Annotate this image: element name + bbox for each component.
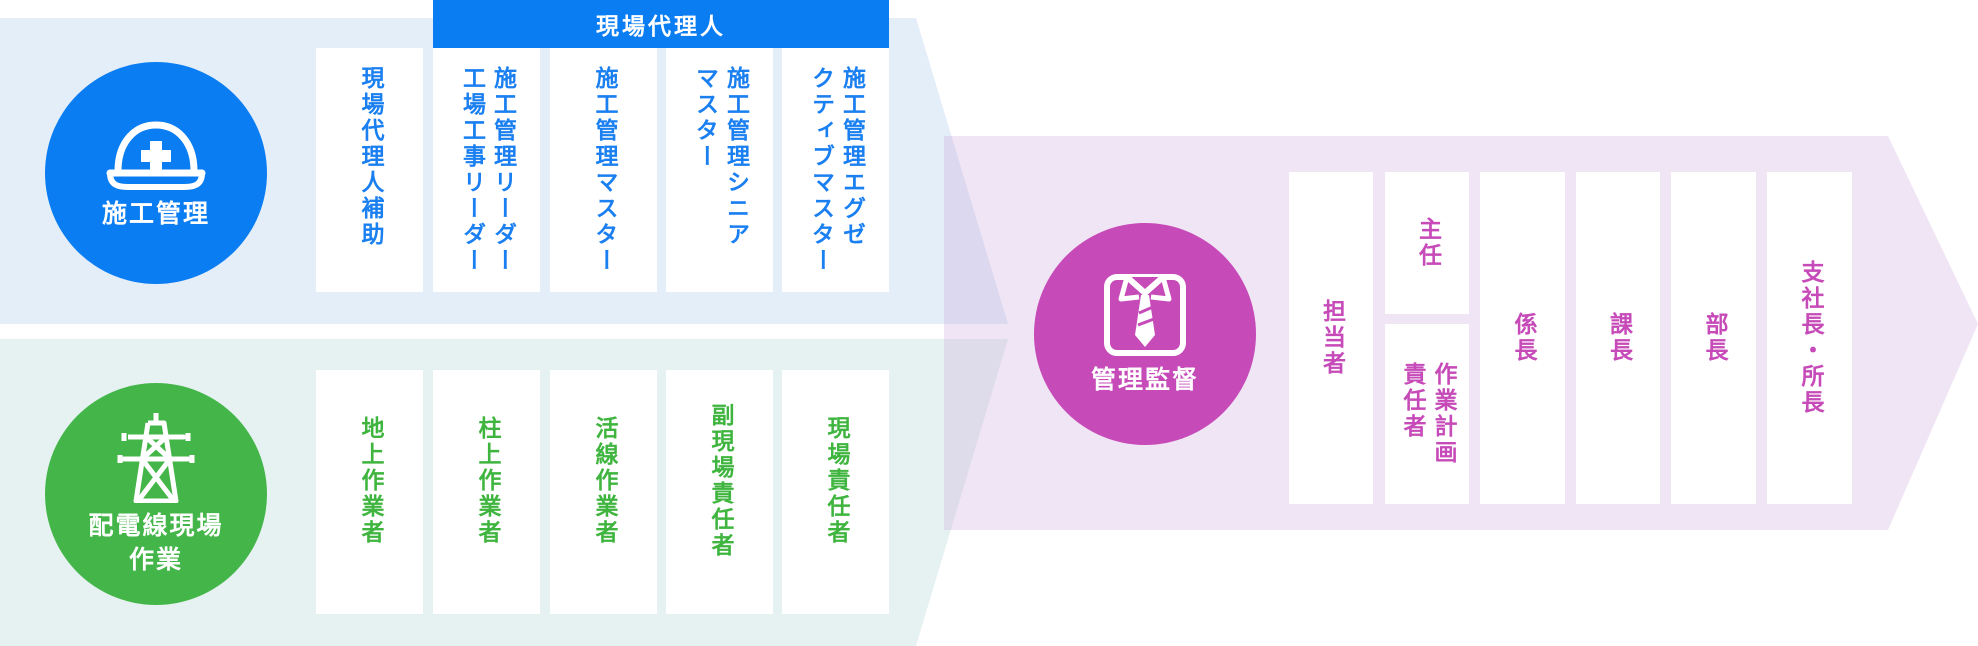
distribution-card-2: 柱上作業者: [433, 370, 540, 614]
hard-hat-icon: [106, 121, 206, 190]
construction-management-label: 施工管理: [101, 199, 210, 228]
management-card-5: 部長: [1671, 172, 1756, 504]
management-supervision-circle: 管理監督: [1034, 223, 1256, 445]
role-text: 課長: [1605, 312, 1632, 364]
distribution-card-4: 副現場責任者: [666, 370, 773, 614]
role-text: 地上作業者: [357, 416, 383, 546]
role-text: 係長: [1510, 312, 1536, 364]
distribution-work-label: 配電線現場 作業: [88, 509, 223, 577]
role-text: 現場責任者: [823, 416, 849, 546]
transmission-tower-icon: [117, 413, 195, 503]
shirt-tie-icon: [1104, 274, 1186, 356]
role-text: 施工管理マスター: [591, 66, 617, 274]
role-text: 施工管理エグゼ: [838, 66, 865, 248]
site-agent-header: 現場代理人: [433, 0, 889, 48]
role-text: 活線作業者: [591, 416, 617, 546]
construction-card-1: 現場代理人補助: [316, 48, 423, 292]
role-text: 主任: [1414, 217, 1441, 269]
management-card-6: 支社長・所長: [1767, 172, 1852, 504]
role-text: 現場代理人補助: [357, 66, 383, 248]
role-text: 工場工事リーダー: [458, 66, 485, 274]
role-text: 作業計画: [1430, 362, 1456, 466]
management-supervision-label: 管理監督: [1090, 365, 1199, 394]
construction-card-2: 施工管理リーダー 工場工事リーダー: [433, 48, 540, 292]
role-text: 部長: [1701, 312, 1727, 364]
role-text: 柱上作業者: [474, 416, 500, 546]
role-text: 副現場責任者: [707, 403, 733, 559]
management-card-1: 担当者: [1289, 172, 1373, 504]
distribution-work-circle: 配電線現場 作業: [45, 383, 267, 605]
role-text: マスター: [691, 66, 718, 170]
management-card-4: 課長: [1576, 172, 1660, 504]
management-card-2-top: 主任: [1385, 172, 1469, 314]
role-text: クティブマスター: [807, 66, 834, 274]
construction-card-3: 施工管理マスター: [550, 48, 657, 292]
distribution-card-5: 現場責任者: [782, 370, 889, 614]
distribution-card-3: 活線作業者: [550, 370, 657, 614]
role-text: 支社長・所長: [1797, 260, 1823, 416]
role-text: 施工管理リーダー: [489, 66, 516, 274]
construction-card-5: 施工管理エグゼ クティブマスター: [782, 48, 889, 292]
management-card-3: 係長: [1480, 172, 1565, 504]
distribution-card-1: 地上作業者: [316, 370, 423, 614]
construction-card-4: 施工管理シニア マスター: [666, 48, 773, 292]
role-text: 責任者: [1399, 362, 1425, 440]
distribution-label-line1: 配電線現場: [88, 511, 224, 540]
role-text: 担当者: [1318, 299, 1345, 377]
role-text: 施工管理シニア: [722, 66, 749, 248]
distribution-label-line2: 作業: [128, 545, 183, 574]
management-card-2-bottom: 作業計画 責任者: [1385, 324, 1469, 504]
construction-management-circle: 施工管理: [45, 62, 267, 284]
